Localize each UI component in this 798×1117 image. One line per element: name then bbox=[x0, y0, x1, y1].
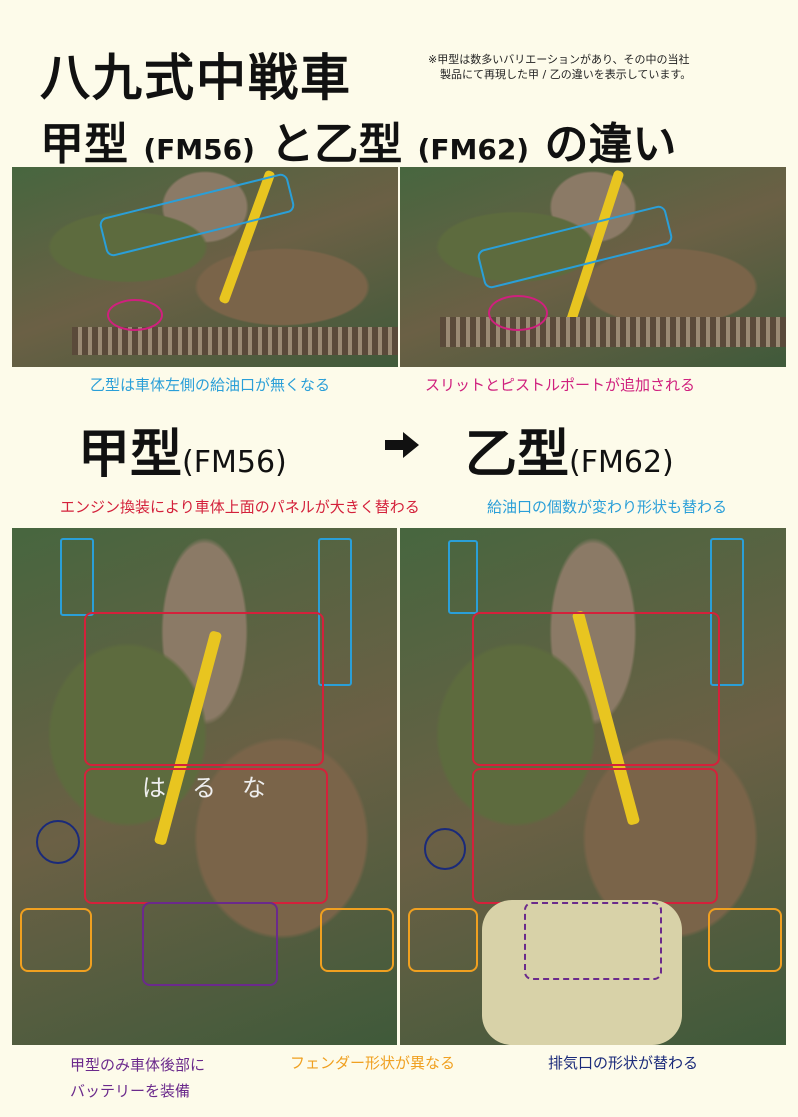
title-suffix: の違い bbox=[544, 119, 677, 170]
title-type-b: と乙型 bbox=[270, 119, 403, 170]
caption-fuel-count: 給油口の個数が変わり形状も替わる bbox=[487, 498, 728, 516]
compare-type-a: 甲型 bbox=[78, 425, 183, 485]
caption-engine: エンジン換装により車体上面のパネルが大きく替わる bbox=[60, 498, 420, 516]
caption-fuel-removed: 乙型は車体左側の給油口が無くなる bbox=[90, 376, 331, 394]
caption-slit: スリットとピストルポートが追加される bbox=[425, 376, 696, 394]
side-port-highlight bbox=[107, 299, 163, 331]
caption-battery: 甲型のみ車体後部に バッテリーを装備 bbox=[70, 1052, 205, 1104]
photo-type-a-top: はるな bbox=[12, 528, 397, 1045]
title-line-2: 甲型 (FM56) と乙型 (FM62) の違い bbox=[40, 108, 676, 172]
title-code-b: (FM62) bbox=[417, 133, 530, 166]
compare-code-b: (FM62) bbox=[569, 445, 674, 480]
caption-exhaust: 排気口の形状が替わる bbox=[548, 1054, 699, 1072]
slit-highlight bbox=[488, 295, 548, 331]
photo-type-a-side bbox=[12, 167, 398, 367]
caption-fender: フェンダー形状が異なる bbox=[290, 1054, 456, 1072]
title-code-a: (FM56) bbox=[143, 133, 255, 166]
photo-type-b-side bbox=[400, 167, 786, 367]
caption-battery-line-2: バッテリーを装備 bbox=[70, 1082, 191, 1100]
photo-type-b-top bbox=[400, 528, 786, 1045]
fuel-port-highlight bbox=[98, 172, 296, 258]
battery-highlight bbox=[142, 902, 278, 986]
disclaimer-note: ※甲型は数多いバリエーションがあり、その中の当社 製品にて再現した甲 / 乙の違… bbox=[428, 52, 691, 82]
caption-battery-line-1: 甲型のみ車体後部に bbox=[70, 1056, 206, 1074]
title-type-a: 甲型 bbox=[40, 119, 128, 170]
fuel-port-removed-highlight bbox=[476, 204, 674, 290]
engine-panel-highlight bbox=[84, 612, 324, 766]
compare-code-a: (FM56) bbox=[182, 445, 287, 480]
compare-label-b: 乙型(FM62) bbox=[465, 412, 674, 487]
compare-label-a: 甲型(FM56) bbox=[78, 412, 287, 487]
note-line-2: 製品にて再現した甲 / 乙の違いを表示しています。 bbox=[440, 68, 692, 81]
compare-type-b: 乙型 bbox=[465, 425, 570, 485]
title-line-1: 八九式中戦車 bbox=[40, 49, 352, 107]
arrow-right-icon bbox=[385, 432, 419, 458]
note-line-1: ※甲型は数多いバリエーションがあり、その中の当社 bbox=[428, 53, 690, 66]
hull-markings: はるな bbox=[142, 774, 292, 802]
